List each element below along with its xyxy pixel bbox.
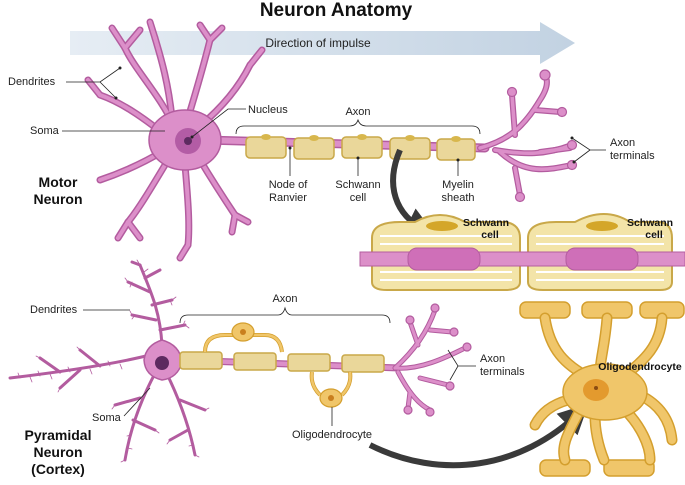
oligodendrocyte-upper [203, 322, 284, 353]
pyramidal-neuron [8, 259, 472, 463]
pyramidal-axon-terminals-label-line2: terminals [480, 366, 525, 378]
zoom-arrow-schwann [390, 148, 436, 236]
schwann-detail-label1-line2: cell [481, 229, 499, 241]
oligo-detail-label: Oligodendrocyte [598, 361, 682, 373]
pyramidal-soma-label: Soma [92, 412, 122, 424]
pyramidal-dendrites [8, 260, 207, 462]
diagram-title: Neuron Anatomy [260, 0, 413, 21]
node-of-ranvier-label-line1: Node of [269, 179, 308, 191]
motor-axon-terminals [477, 72, 575, 198]
myelin-segment [233, 352, 277, 371]
motor-neuron [84, 18, 578, 262]
myelin-sheath-label-line2: sheath [441, 192, 474, 204]
myelin-segment [341, 354, 385, 373]
pyramidal-axon-label: Axon [272, 293, 297, 305]
zoom-arrow-oligodendrocyte [368, 403, 589, 469]
pyramidal-title-line3: (Cortex) [31, 461, 85, 477]
schwann-cell-label-line2: cell [350, 192, 367, 204]
pyramidal-axon-terminals-label-line1: Axon [480, 353, 505, 365]
myelin-sheath-label-line1: Myelin [442, 179, 474, 191]
pyramidal-dendrites-label: Dendrites [30, 304, 78, 316]
schwann-detail-label2-line2: cell [645, 229, 663, 241]
myelin-segment [287, 353, 331, 372]
pyramidal-title-line1: Pyramidal [25, 427, 92, 443]
motor-nucleus-label: Nucleus [248, 104, 288, 116]
motor-soma-label: Soma [30, 125, 60, 137]
myelin-segment [245, 136, 287, 159]
motor-axon-terminals-label-line1: Axon [610, 137, 635, 149]
schwann-detail-label1-line1: Schwann [463, 217, 509, 229]
node-of-ranvier-label-line2: Ranvier [269, 192, 307, 204]
motor-axon-terminals-label-line2: terminals [610, 150, 655, 162]
impulse-label: Direction of impulse [265, 36, 371, 50]
motor-neuron-title-line2: Neuron [34, 191, 83, 207]
pyramidal-title-line2: Neuron [34, 444, 83, 460]
myelin-segment [293, 137, 335, 160]
myelin-segment [341, 136, 383, 159]
myelin-segment [436, 138, 476, 161]
impulse-direction-arrow: Direction of impulse [70, 22, 575, 64]
schwann-cell-label-line1: Schwann [335, 179, 380, 191]
motor-dendrites-label: Dendrites [8, 76, 56, 88]
motor-axon-label: Axon [345, 106, 370, 118]
oligodendrocyte-lower [309, 371, 353, 408]
motor-neuron-title-line1: Motor [39, 174, 78, 190]
pyramidal-myelin-segments [179, 351, 385, 373]
oligodendrocyte-label: Oligodendrocyte [292, 429, 372, 441]
schwann-cell-detail [359, 213, 685, 291]
myelin-segment [179, 351, 223, 370]
oligodendrocyte-detail [519, 301, 685, 477]
motor-myelin-segments [245, 136, 476, 161]
schwann-detail-label2-line1: Schwann [627, 217, 673, 229]
